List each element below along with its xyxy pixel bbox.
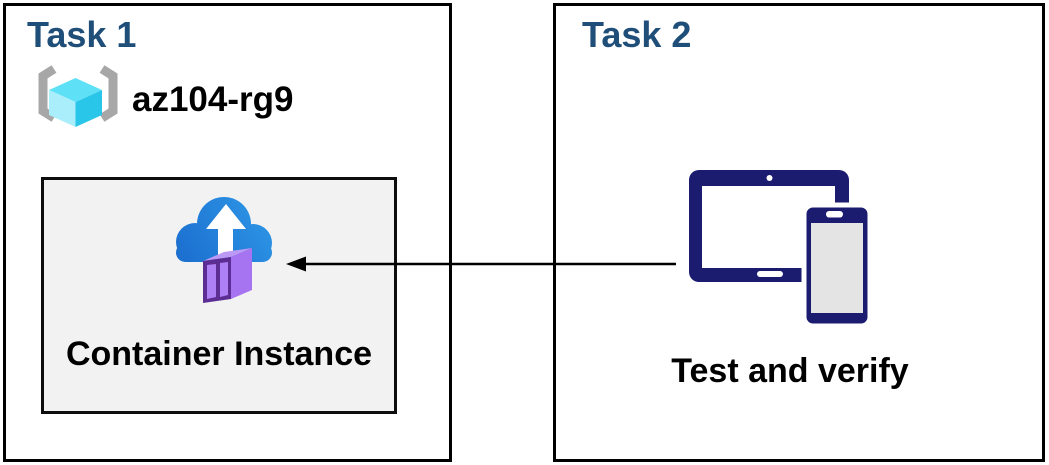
devices-icon [689, 170, 873, 329]
task1-box: Task 1 az104-rg9 [3, 3, 452, 462]
phone-shape [801, 202, 873, 329]
task1-title: Task 1 [27, 14, 137, 55]
connector-arrow [286, 256, 676, 272]
upload-arrow [206, 204, 246, 256]
container-instance-label: Container Instance [65, 335, 373, 373]
container-box-shape [203, 248, 252, 303]
container-instance-icon [176, 197, 272, 303]
task2-box: Task 2 Test and verify [553, 3, 1045, 462]
task2-title: Task 2 [582, 14, 692, 55]
container-instance-box: Container Instance [41, 177, 397, 414]
resource-group-icon [38, 65, 118, 127]
arrowhead-left [286, 256, 306, 272]
resource-group-name: az104-rg9 [132, 80, 294, 119]
test-verify-label: Test and verify [671, 352, 909, 390]
